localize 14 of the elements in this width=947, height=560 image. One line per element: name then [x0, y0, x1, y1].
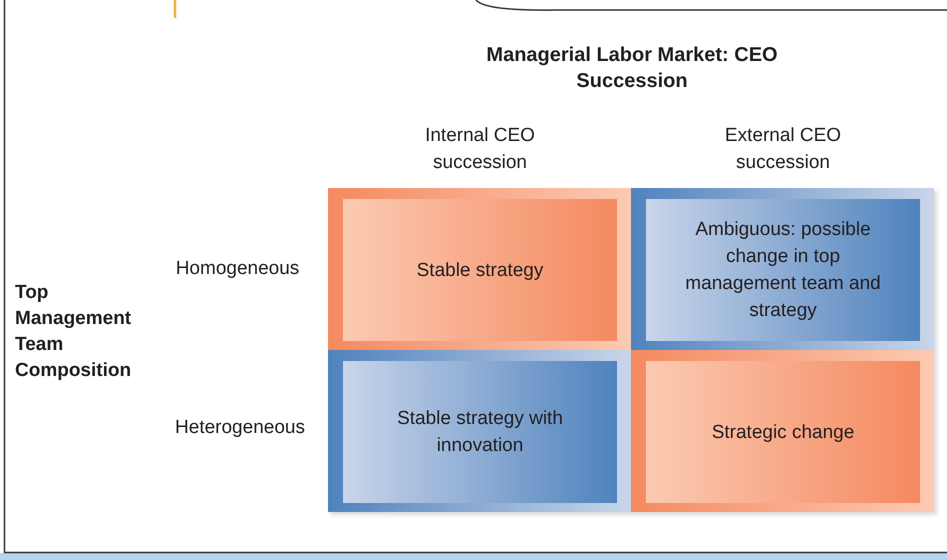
row-header: Heterogeneous [174, 416, 306, 440]
column-header: External CEO succession [724, 124, 842, 175]
row-header: Homogeneous [174, 257, 300, 281]
quadrant-text: Stable strategy [416, 258, 544, 282]
quadrant-box [343, 199, 617, 341]
quadrant-text: Strategic change [712, 420, 854, 444]
quadrant-text: Ambiguous: possible change in top management team and strategy [684, 218, 882, 323]
column-header: Internal CEO succession [424, 124, 536, 175]
axis-title: Top Management Team Composition [15, 281, 132, 383]
quadrant-box [646, 199, 920, 341]
quadrant-text: Stable strategy with innovation [396, 407, 564, 458]
quadrant-box [343, 361, 617, 503]
quadrant-box [646, 361, 920, 503]
chart-title: Managerial Labor Market: CEO Succession [485, 43, 779, 94]
